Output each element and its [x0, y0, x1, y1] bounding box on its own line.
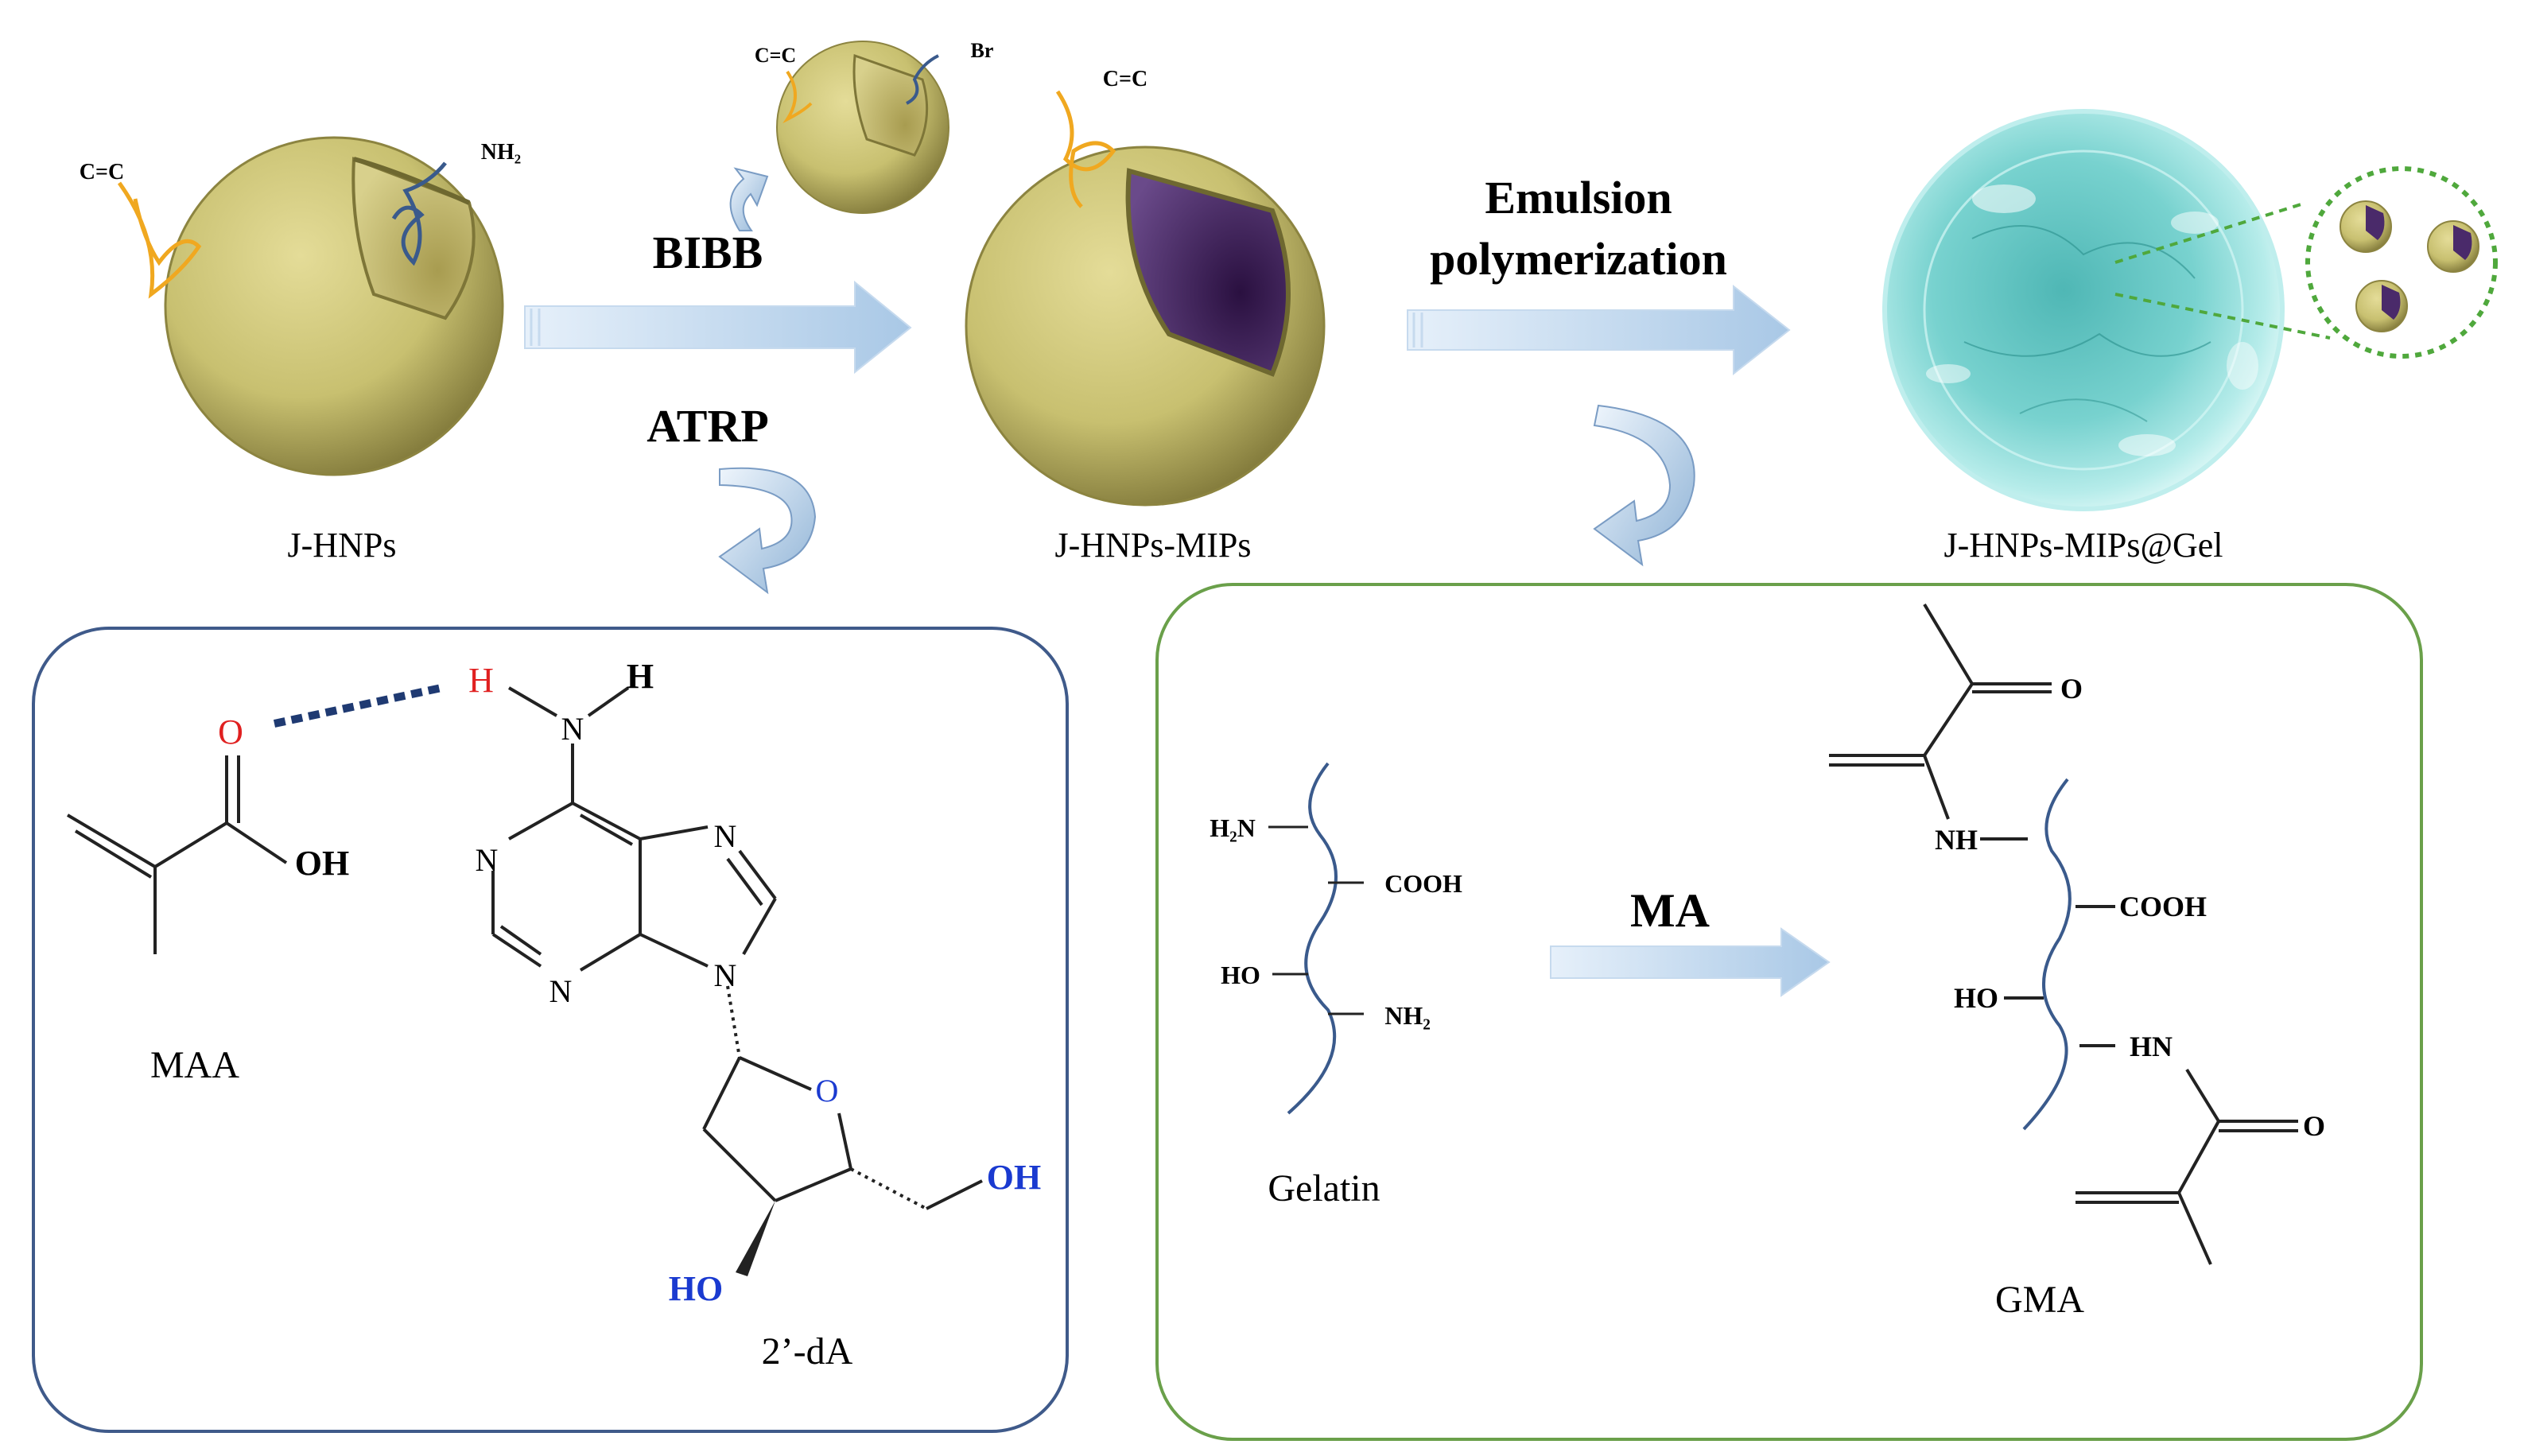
- emulsion-curl-arrow: [1593, 404, 1695, 567]
- step1-bottom-label: ATRP: [647, 400, 769, 452]
- left-panel-box: [32, 627, 1069, 1433]
- gel-particle: [1882, 109, 2285, 511]
- da-n7: N: [714, 818, 737, 854]
- mips-label: J-HNPs-MIPs: [1055, 526, 1252, 565]
- right-panel-box: [1155, 583, 2423, 1441]
- atrp-curl-arrow: [718, 467, 817, 595]
- gelatin-nh2: NH₂: [1384, 1001, 1431, 1030]
- bibb-curl-arrow: [729, 167, 769, 231]
- maa-oh-group: OH: [295, 844, 349, 883]
- gelatin-chain: [1287, 762, 1338, 1115]
- gma-cooh: COOH: [2119, 891, 2207, 922]
- mini-particle-1: [2340, 200, 2392, 253]
- maa-name: MAA: [150, 1044, 239, 1086]
- deoxyadenosine-structure: [491, 686, 983, 1210]
- da-oh-group: OH: [987, 1158, 1041, 1197]
- da-n1: N: [476, 842, 499, 878]
- ma-arrow: [1550, 927, 1831, 997]
- jhnps-cc-tag: C=C: [80, 160, 124, 184]
- maa-structure: [66, 755, 288, 954]
- jhnps-particle: C=C NH₂: [80, 136, 521, 476]
- jhnps-nh2-tag: NH₂: [481, 140, 521, 165]
- da-n9: N: [714, 957, 737, 993]
- maa-o-atom: O: [218, 712, 243, 751]
- small-cc-tag: C=C: [755, 44, 796, 67]
- da-ho-group: HO: [669, 1269, 723, 1308]
- small-br-tag: Br: [971, 39, 994, 62]
- gelatin-cooh: COOH: [1384, 869, 1462, 898]
- gma-o-bottom: O: [2303, 1110, 2325, 1142]
- gel-zoom-callout: [2114, 166, 2498, 359]
- hydrogen-bond: [273, 684, 443, 728]
- gelatin-h2n: H₂N: [1210, 813, 1256, 842]
- da-h-red: H: [468, 661, 494, 700]
- gelatin-side-bonds: [1268, 825, 1364, 1015]
- bibb-small-particle: C=C Br: [755, 39, 994, 214]
- mini-particle-2: [2427, 220, 2479, 273]
- gma-structure: [1829, 603, 2298, 1265]
- sugar-wedge-bond: [736, 1201, 775, 1276]
- mini-particle-3: [2355, 280, 2408, 332]
- da-ring-o: O: [816, 1073, 839, 1109]
- step1-top-label: BIBB: [653, 227, 763, 278]
- gelatin-ho: HO: [1221, 961, 1260, 989]
- gelatin-name: Gelatin: [1268, 1167, 1380, 1209]
- step2-line1-label: Emulsion: [1485, 172, 1672, 223]
- gma-o-top: O: [2060, 673, 2083, 705]
- gma-hn: HN: [2130, 1031, 2173, 1062]
- gma-ho: HO: [1954, 982, 1998, 1014]
- gel-label: J-HNPs-MIPs@Gel: [1944, 526, 2223, 565]
- gma-name: GMA: [1995, 1279, 2084, 1321]
- da-name: 2’-dA: [762, 1330, 853, 1373]
- mips-particle: C=C: [965, 67, 1326, 507]
- ma-reagent-label: MA: [1630, 884, 1710, 937]
- gma-nh: NH: [1935, 824, 1978, 856]
- da-h-black: H: [627, 657, 654, 696]
- step2-line2-label: polymerization: [1430, 233, 1727, 285]
- mips-cc-tag: C=C: [1103, 67, 1147, 91]
- da-n-amino: N: [561, 711, 584, 747]
- step1-arrow: [524, 280, 912, 375]
- da-n3: N: [549, 973, 573, 1009]
- jhnps-label: J-HNPs: [288, 526, 397, 565]
- step2-arrow: [1407, 284, 1791, 376]
- gma-chain: [2022, 778, 2072, 1131]
